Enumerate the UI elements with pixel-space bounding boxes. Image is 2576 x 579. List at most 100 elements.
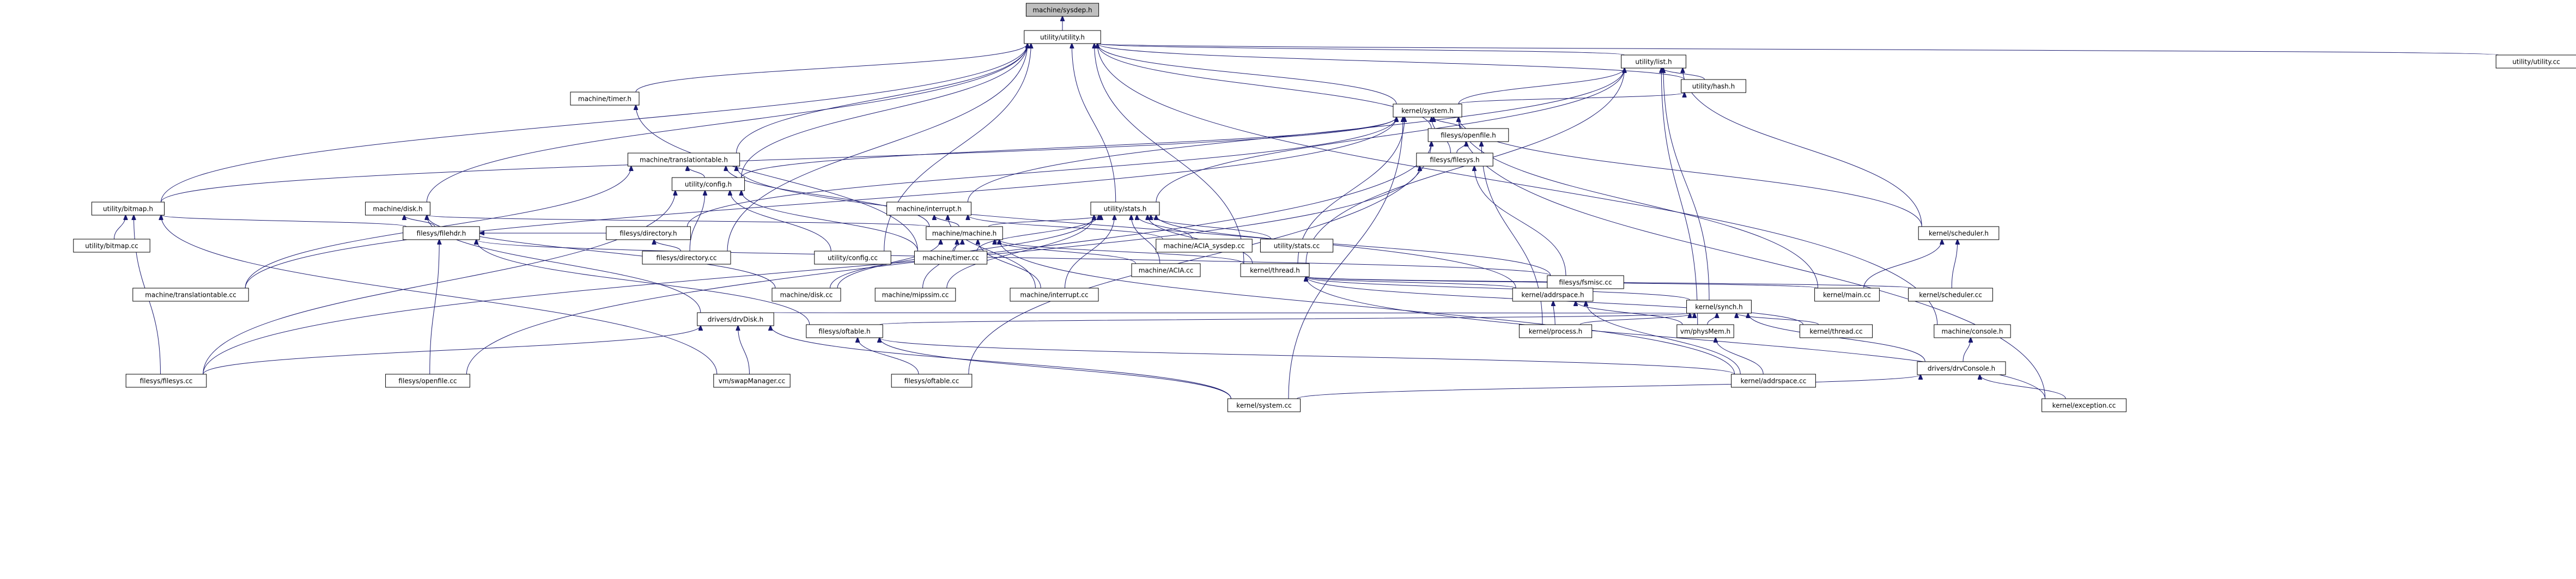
- graph-node-utility-stats-h[interactable]: utility/stats.h: [1090, 202, 1160, 216]
- graph-node-utility-bitmap-cc[interactable]: utility/bitmap.cc: [73, 239, 150, 253]
- graph-node-kernel-system-h[interactable]: kernel/system.h: [1393, 103, 1462, 118]
- graph-node-kernel-main-cc[interactable]: kernel/main.cc: [1814, 288, 1880, 302]
- dependency-edge: [879, 338, 1231, 399]
- node-label: kernel/addrspace.cc: [1741, 377, 1807, 385]
- dependency-edge: [1951, 240, 1958, 289]
- dependency-edge: [429, 240, 440, 375]
- node-label: filesys/filesys.h: [1430, 156, 1479, 164]
- dependency-edge: [858, 338, 919, 375]
- dependency-edge: [1736, 313, 1819, 325]
- graph-node-drivers-drvDisk-h[interactable]: drivers/drvDisk.h: [697, 312, 774, 326]
- dependency-edge: [738, 326, 750, 375]
- dependency-edge: [686, 117, 1396, 227]
- node-box: [73, 239, 150, 253]
- dependency-edge: [1297, 117, 1405, 264]
- graph-node-utility-utility-h[interactable]: utility/utility.h: [1024, 30, 1101, 44]
- graph-node-machine-interrupt-h[interactable]: machine/interrupt.h: [886, 202, 971, 216]
- graph-node-filesys-openfile-cc[interactable]: filesys/openfile.cc: [385, 374, 470, 388]
- node-box: [570, 92, 640, 106]
- graph-node-machine-ACIA-sysdep-cc[interactable]: machine/ACIA_sysdep.cc: [1156, 239, 1253, 253]
- graph-node-kernel-thread-h[interactable]: kernel/thread.h: [1240, 263, 1310, 277]
- node-label: machine/timer.h: [578, 95, 631, 103]
- graph-node-kernel-process-h[interactable]: kernel/process.h: [1518, 324, 1593, 338]
- dependency-edge: [688, 166, 705, 178]
- graph-node-kernel-addrspace-h[interactable]: kernel/addrspace.h: [1512, 288, 1594, 302]
- dependency-edge: [736, 44, 1028, 154]
- graph-node-machine-timer-h[interactable]: machine/timer.h: [570, 92, 640, 106]
- node-label: filesys/directory.cc: [657, 254, 717, 262]
- dependency-edge: [1097, 44, 1432, 129]
- node-box: [1010, 288, 1099, 302]
- dependency-edge: [1980, 375, 2066, 399]
- node-label: kernel/scheduler.cc: [1919, 291, 1982, 299]
- graph-node-machine-disk-cc[interactable]: machine/disk.cc: [771, 288, 841, 302]
- dependency-edge: [161, 44, 1028, 203]
- node-box: [1240, 263, 1310, 277]
- graph-node-kernel-exception-cc[interactable]: kernel/exception.cc: [2042, 398, 2127, 412]
- graph-node-machine-mipssim-cc[interactable]: machine/mipssim.cc: [874, 288, 956, 302]
- node-label: machine/ACIA.cc: [1139, 267, 1194, 275]
- graph-node-utility-hash-h[interactable]: utility/hash.h: [1681, 79, 1746, 93]
- node-box: [1156, 239, 1253, 253]
- node-label: machine/interrupt.cc: [1020, 291, 1088, 299]
- node-box: [1025, 3, 1099, 17]
- dependency-edge: [1097, 44, 1685, 80]
- node-box: [1814, 288, 1880, 302]
- graph-node-kernel-system-cc[interactable]: kernel/system.cc: [1227, 398, 1301, 412]
- graph-node-kernel-addrspace-cc[interactable]: kernel/addrspace.cc: [1731, 374, 1816, 388]
- graph-node-filesys-filesys-cc[interactable]: filesys/filesys.cc: [125, 374, 207, 388]
- dependency-edge: [1306, 277, 1516, 289]
- node-label: drivers/drvConsole.h: [1928, 365, 1995, 373]
- node-box: [1681, 79, 1746, 93]
- node-box: [1416, 153, 1493, 167]
- node-label: utility/bitmap.cc: [85, 242, 138, 250]
- node-label: utility/bitmap.h: [103, 205, 153, 213]
- dependency-edge: [741, 117, 1396, 178]
- graph-node-kernel-synch-h[interactable]: kernel/synch.h: [1686, 300, 1752, 314]
- node-label: machine/interrupt.h: [896, 205, 962, 213]
- graph-node-filesys-filehdr-h[interactable]: filesys/filehdr.h: [403, 226, 480, 240]
- node-label: machine/machine.h: [932, 230, 997, 237]
- graph-node-filesys-oftable-h[interactable]: filesys/oftable.h: [806, 324, 883, 338]
- graph-node-vm-swapManager-cc[interactable]: vm/swapManager.cc: [713, 374, 791, 388]
- node-box: [1676, 324, 1734, 338]
- graph-node-utility-config-cc[interactable]: utility/config.cc: [814, 251, 891, 265]
- graph-node-utility-stats-cc[interactable]: utility/stats.cc: [1260, 239, 1334, 253]
- node-box: [671, 177, 745, 191]
- graph-node-filesys-directory-h[interactable]: filesys/directory.h: [606, 226, 691, 240]
- graph-node-kernel-scheduler-h[interactable]: kernel/scheduler.h: [1918, 226, 2000, 240]
- graph-node-filesys-filesys-h[interactable]: filesys/filesys.h: [1416, 153, 1493, 167]
- node-box: [132, 288, 249, 302]
- graph-node-machine-machine-h[interactable]: machine/machine.h: [926, 226, 1003, 240]
- graph-node-kernel-thread-cc[interactable]: kernel/thread.cc: [1799, 324, 1873, 338]
- dependency-edge: [742, 191, 918, 252]
- graph-node-utility-utility-cc[interactable]: utility/utility.cc: [2495, 54, 2576, 69]
- graph-node-machine-console-h[interactable]: machine/console.h: [1934, 324, 2011, 338]
- node-label: utility/utility.h: [1040, 34, 1085, 41]
- node-box: [2042, 398, 2127, 412]
- dependency-edge: [1458, 93, 1685, 105]
- graph-node-utility-list-h[interactable]: utility/list.h: [1621, 54, 1686, 69]
- graph-node-machine-ACIA-cc[interactable]: machine/ACIA.cc: [1131, 263, 1201, 277]
- node-label: utility/hash.h: [1692, 83, 1735, 90]
- graph-node-machine-translationtable-cc[interactable]: machine/translationtable.cc: [132, 288, 249, 302]
- graph-node-machine-translationtable-h[interactable]: machine/translationtable.h: [627, 153, 740, 167]
- graph-node-kernel-scheduler-cc[interactable]: kernel/scheduler.cc: [1908, 288, 1993, 302]
- dependency-edge: [1553, 301, 1556, 325]
- dependency-edge: [1065, 215, 1115, 289]
- graph-node-machine-interrupt-cc[interactable]: machine/interrupt.cc: [1010, 288, 1099, 302]
- graph-node-machine-timer-cc[interactable]: machine/timer.cc: [914, 251, 988, 265]
- graph-node-utility-config-h[interactable]: utility/config.h: [671, 177, 745, 191]
- graph-node-filesys-oftable-cc[interactable]: filesys/oftable.cc: [891, 374, 973, 388]
- node-label: filesys/oftable.h: [818, 328, 870, 336]
- graph-node-filesys-openfile-h[interactable]: filesys/openfile.h: [1427, 128, 1509, 142]
- graph-node-drivers-drvConsole-h[interactable]: drivers/drvConsole.h: [1917, 361, 2006, 375]
- graph-node-utility-bitmap-h[interactable]: utility/bitmap.h: [91, 202, 165, 216]
- dependency-edge: [654, 240, 681, 252]
- graph-node-filesys-fsmisc-cc[interactable]: filesys/fsmisc.cc: [1547, 275, 1624, 289]
- graph-node-filesys-directory-cc[interactable]: filesys/directory.cc: [642, 251, 731, 265]
- graph-node-vm-physMem-h[interactable]: vm/physMem.h: [1676, 324, 1734, 338]
- dependency-edge: [737, 166, 1516, 289]
- dependency-edge: [1097, 44, 1938, 325]
- graph-node-machine-disk-h[interactable]: machine/disk.h: [365, 202, 430, 216]
